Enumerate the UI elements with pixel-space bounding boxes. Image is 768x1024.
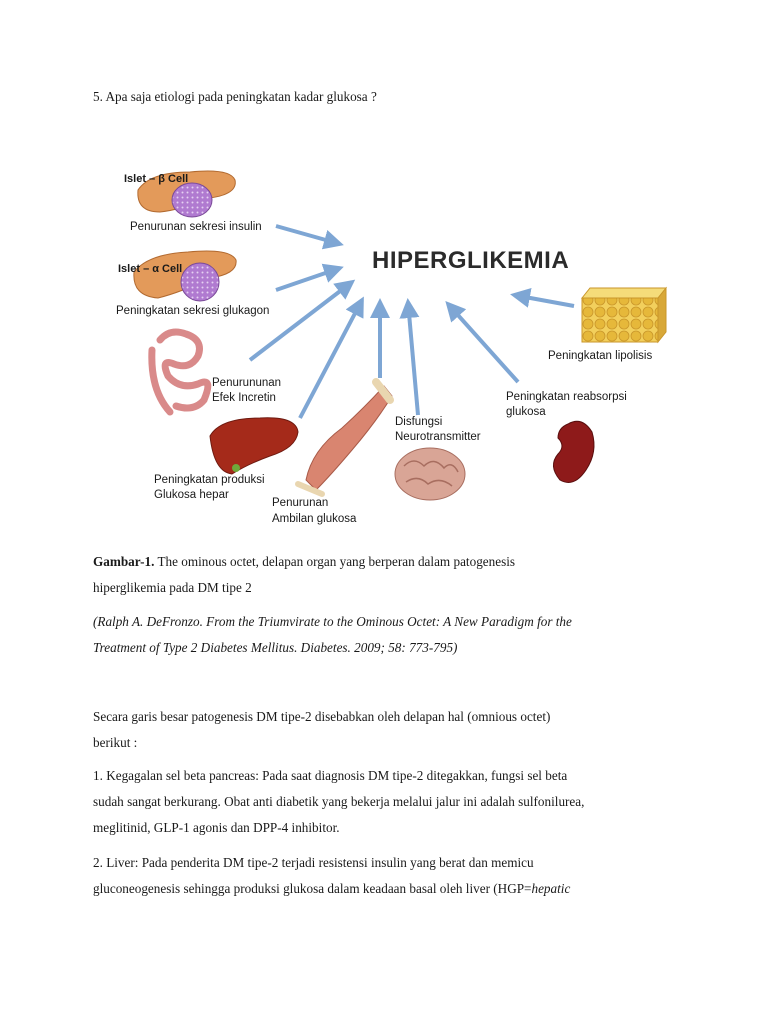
caption-label: Gambar-1.: [93, 554, 155, 569]
hiperglikemia-title: HIPERGLIKEMIA: [372, 247, 569, 274]
arrows: [248, 224, 575, 419]
arrow-insulin: [275, 224, 344, 250]
label-ambilan-1: Penurunan: [272, 497, 328, 509]
label-lipolisis: Peningkatan lipolisis: [548, 350, 652, 362]
label-incretin-1: Penurununan: [212, 377, 281, 389]
arrow-lipolisis: [510, 288, 575, 308]
brain-icon: [394, 447, 466, 501]
label-insulin: Penurunan sekresi insulin: [130, 221, 262, 233]
label-ambilan-2: Ambilan glukosa: [272, 513, 357, 525]
figure-caption: Gambar-1. The ominous octet, delapan org…: [93, 549, 653, 601]
liver-icon: [209, 417, 299, 475]
label-reabsorpsi-2: glukosa: [506, 406, 546, 418]
liver-line2-italic: hepatic: [531, 881, 571, 896]
beta-line1: 1. Kegagalan sel beta pancreas: Pada saa…: [93, 768, 568, 783]
liver-line1: 2. Liver: Pada penderita DM tipe-2 terja…: [93, 855, 534, 870]
islet-alpha-label: Islet – α Cell: [118, 263, 182, 275]
caption-line1: The ominous octet, delapan organ yang be…: [154, 554, 516, 569]
intro-line1: Secara garis besar patogenesis DM tipe-2…: [93, 709, 551, 724]
arrow-reabsorpsi: [445, 301, 520, 384]
ominous-octet-figure: HIPERGLIKEMIA Islet – β Cell Penurunan s…: [116, 170, 668, 525]
liver-line2: gluconeogenesis sehingga produksi glukos…: [93, 881, 532, 896]
arrow-glukagon: [275, 263, 344, 292]
caption-line2: hiperglikemia pada DM tipe 2: [93, 580, 252, 595]
pancreas-alpha-icon: [133, 250, 237, 302]
figure-citation: (Ralph A. DeFronzo. From the Triumvirate…: [93, 609, 673, 661]
label-glukagon: Peningkatan sekresi glukagon: [116, 305, 269, 317]
label-neuro-1: Disfungsi: [395, 416, 442, 428]
beta-line2: sudah sangat berkurang. Obat anti diabet…: [93, 794, 585, 809]
arrow-incretin: [248, 279, 356, 362]
intestine-icon: [148, 328, 212, 416]
pancreas-beta-icon: [137, 170, 236, 218]
label-hepar-1: Peningkatan produksi: [154, 474, 265, 486]
muscle-icon: [295, 378, 394, 497]
paragraph-liver: 2. Liver: Pada penderita DM tipe-2 terja…: [93, 850, 683, 902]
paragraph-beta-cell: 1. Kegagalan sel beta pancreas: Pada saa…: [93, 763, 683, 841]
kidney-icon: [553, 420, 595, 483]
label-incretin-2: Efek Incretin: [212, 392, 276, 404]
citation-line2: Treatment of Type 2 Diabetes Mellitus. D…: [93, 640, 458, 655]
citation-line1: (Ralph A. DeFronzo. From the Triumvirate…: [93, 614, 572, 629]
arrow-neuro: [399, 298, 420, 416]
label-reabsorpsi-1: Peningkatan reabsorpsi: [506, 391, 627, 403]
label-neuro-2: Neurotransmitter: [395, 431, 481, 443]
beta-line3: meglitinid, GLP-1 agonis dan DPP-4 inhib…: [93, 820, 340, 835]
fat-tissue-icon: [580, 286, 668, 344]
intro-line2: berikut :: [93, 735, 138, 750]
islet-beta-label: Islet – β Cell: [124, 173, 188, 185]
question-heading: 5. Apa saja etiologi pada peningkatan ka…: [93, 89, 377, 104]
paragraph-intro: Secara garis besar patogenesis DM tipe-2…: [93, 704, 653, 756]
label-hepar-2: Glukosa hepar: [154, 489, 229, 501]
arrow-hepar: [298, 296, 364, 419]
